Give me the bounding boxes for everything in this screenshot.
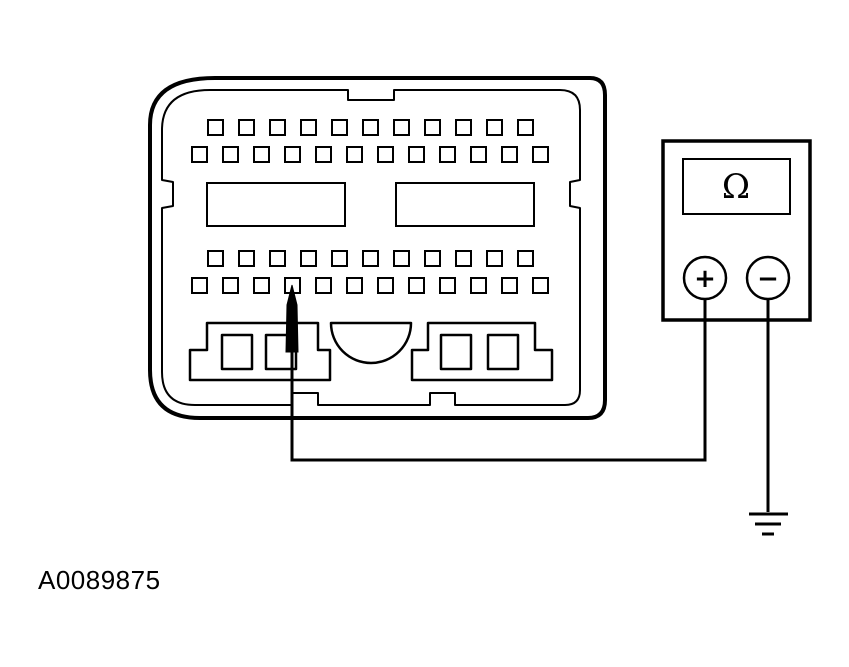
large-slots xyxy=(206,182,535,227)
pin-cavity xyxy=(346,146,363,163)
pin-cavity xyxy=(517,250,534,267)
pin-cavity xyxy=(393,119,410,136)
pin-row-top-1 xyxy=(207,119,534,136)
pin-cavity xyxy=(424,119,441,136)
latch-blocks xyxy=(188,321,554,382)
figure-id-label: A0089875 xyxy=(38,565,161,595)
pin-cavity xyxy=(207,119,224,136)
latch-cavity-right-1 xyxy=(439,333,473,371)
pin-cavity xyxy=(501,146,518,163)
pin-cavity xyxy=(393,250,410,267)
pin-cavity xyxy=(439,277,456,294)
housing-inner-outline xyxy=(161,89,581,406)
pin-cavity xyxy=(377,146,394,163)
meter-display xyxy=(682,158,791,215)
pin-cavity xyxy=(269,250,286,267)
pin-cavity xyxy=(300,119,317,136)
meter-display-symbol: Ω xyxy=(722,167,750,207)
pin-cavity xyxy=(362,250,379,267)
pin-cavity xyxy=(362,119,379,136)
pin-cavity xyxy=(191,277,208,294)
pin-row-top-2 xyxy=(191,146,549,163)
pin-cavity xyxy=(269,119,286,136)
pin-cavity xyxy=(486,119,503,136)
housing-outer-outline xyxy=(148,76,607,420)
keying-dome xyxy=(329,321,413,365)
pin-cavity xyxy=(532,277,549,294)
pin-cavity xyxy=(191,146,208,163)
latch-cavity-left-1 xyxy=(220,333,254,371)
pin-cavity xyxy=(470,146,487,163)
large-slot-right xyxy=(395,182,535,227)
negative-terminal-label: − xyxy=(757,264,779,294)
pin-cavity xyxy=(455,119,472,136)
pin-cavity xyxy=(532,146,549,163)
pin-cavity xyxy=(439,146,456,163)
pin-cavity xyxy=(408,277,425,294)
pin-cavity xyxy=(300,250,317,267)
pin-cavity xyxy=(238,250,255,267)
pin-cavity xyxy=(346,277,363,294)
pin-cavity xyxy=(470,277,487,294)
latch-block-right xyxy=(410,321,554,382)
pin-cavity xyxy=(222,146,239,163)
pin-cavity xyxy=(315,146,332,163)
pin-cavity xyxy=(501,277,518,294)
pin-row-bottom-1 xyxy=(207,250,534,267)
positive-lead-wire xyxy=(290,299,707,462)
pin-cavity xyxy=(331,250,348,267)
ground-symbol-icon xyxy=(749,512,788,536)
pin-cavity xyxy=(253,277,270,294)
pin-cavity xyxy=(517,119,534,136)
pin-cavity xyxy=(315,277,332,294)
pin-cavity xyxy=(486,250,503,267)
latch-block-left xyxy=(188,321,332,382)
pin-cavity xyxy=(455,250,472,267)
positive-terminal-label: + xyxy=(694,264,716,294)
pin-cavity xyxy=(424,250,441,267)
test-leads xyxy=(290,299,770,512)
pin-cavity xyxy=(238,119,255,136)
pin-cavity xyxy=(377,277,394,294)
pin-cavity xyxy=(222,277,239,294)
pin-row-bottom-2 xyxy=(191,277,549,294)
pin-cavity xyxy=(253,146,270,163)
ohmmeter: Ω + − xyxy=(661,139,812,322)
pin-cavity xyxy=(408,146,425,163)
probe-tip-icon xyxy=(285,284,299,353)
pin-cavity xyxy=(331,119,348,136)
probe-body xyxy=(285,284,299,353)
connector-housing xyxy=(148,76,607,420)
latch-cavity-right-2 xyxy=(486,333,520,371)
large-slot-left xyxy=(206,182,346,227)
pin-cavity xyxy=(207,250,224,267)
meter-body xyxy=(661,139,812,322)
pin-cavity xyxy=(284,146,301,163)
